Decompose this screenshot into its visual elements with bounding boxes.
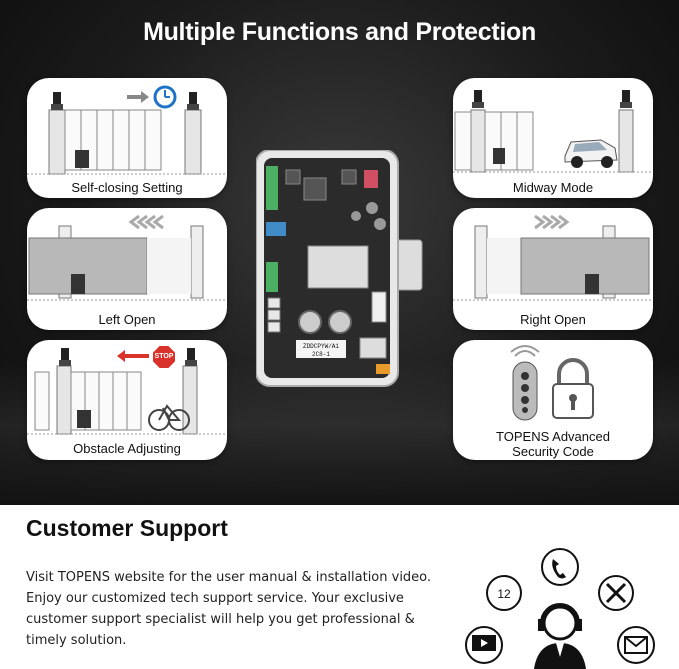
- feature-label: Midway Mode: [512, 180, 594, 195]
- controller-board-illustration: ZDDCPYW/A1 2C8-1: [256, 150, 423, 387]
- signal-waves-icon: [510, 345, 540, 357]
- board-label-line2: 2C8-1: [312, 351, 330, 358]
- feature-label: Right Open: [520, 312, 586, 327]
- feature-card-left-open: Left Open: [27, 208, 227, 330]
- feature-card-security-code: TOPENS Advanced Security Code: [453, 340, 653, 460]
- padlock-icon: [552, 358, 594, 419]
- support-line: Visit TOPENS website for the user manual…: [26, 570, 432, 585]
- tools-icon: [598, 575, 634, 611]
- support-line: customer support specialist will help yo…: [26, 612, 415, 627]
- feature-label: Left Open: [98, 312, 156, 327]
- support-text: Visit TOPENS website for the user manual…: [26, 567, 446, 651]
- support-agent-icon: [534, 603, 586, 669]
- remote-lock-illustration: [510, 345, 594, 421]
- midway-gate-illustration: [453, 90, 653, 173]
- car-icon: [564, 139, 618, 168]
- phone-icon: [541, 548, 579, 586]
- feature-label-line1: TOPENS Advanced: [496, 429, 610, 444]
- feature-card-obstacle-adjusting: STOP Obstacle Adjusting: [27, 340, 227, 460]
- customer-support-section: [0, 505, 679, 669]
- right-open-gate-illustration: [453, 214, 653, 301]
- arrow-left-red-icon: [117, 350, 149, 362]
- board-label-line1: ZDDCPYW/A1: [303, 343, 339, 350]
- clock-12-icon: 12: [486, 575, 522, 611]
- support-line: Enjoy our customized tech support servic…: [26, 591, 404, 606]
- stop-sign-icon: STOP: [153, 346, 175, 368]
- feature-card-self-closing: Self-closing Setting: [27, 78, 227, 198]
- feature-label-line2: Security Code: [512, 444, 594, 459]
- bicycle-icon: [148, 404, 190, 431]
- arrows-left-icon: [128, 214, 164, 230]
- email-icon: [617, 626, 655, 664]
- feature-card-right-open: Right Open: [453, 208, 653, 330]
- clock-icon: [153, 85, 177, 109]
- support-icons-cluster: 12: [450, 545, 679, 669]
- support-title: Customer Support: [26, 515, 228, 541]
- self-closing-gate-illustration: [27, 85, 227, 175]
- remote-control-icon: [512, 361, 538, 421]
- clock-12-label: 12: [497, 587, 511, 601]
- page-title: Multiple Functions and Protection: [143, 18, 536, 46]
- feature-card-midway-mode: Midway Mode: [453, 78, 653, 198]
- feature-label: Obstacle Adjusting: [73, 441, 181, 456]
- arrows-right-icon: [534, 214, 570, 230]
- support-line: timely solution.: [26, 633, 127, 648]
- feature-label: Self-closing Setting: [71, 180, 183, 195]
- left-open-gate-illustration: [27, 214, 227, 301]
- arrow-right-icon: [127, 91, 149, 103]
- video-tutorial-icon: [465, 626, 503, 664]
- obstacle-gate-illustration: [27, 348, 227, 435]
